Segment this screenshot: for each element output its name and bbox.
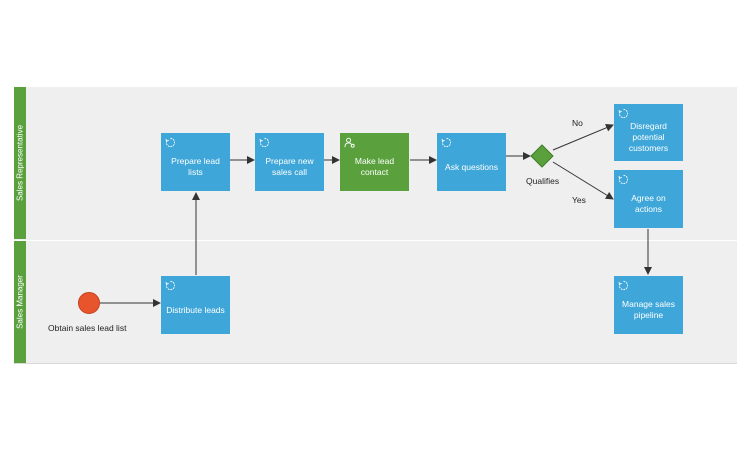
- lane-divider: [14, 240, 737, 241]
- refresh-loop-icon: [165, 137, 176, 148]
- refresh-loop-icon: [259, 137, 270, 148]
- user-gear-icon: [344, 137, 355, 148]
- task-agree-on-actions[interactable]: Agree on actions: [614, 170, 683, 228]
- task-prepare-lead-lists[interactable]: Prepare lead lists: [161, 133, 230, 191]
- task-prepare-new-sales-call[interactable]: Prepare new sales call: [255, 133, 324, 191]
- task-label: Ask questions: [445, 161, 498, 172]
- start-event[interactable]: [78, 292, 100, 314]
- task-disregard-potential-customers[interactable]: Disregard potential customers: [614, 104, 683, 161]
- task-manage-sales-pipeline[interactable]: Manage sales pipeline: [614, 276, 683, 334]
- task-label: Manage sales pipeline: [622, 299, 675, 320]
- lane-label-sales-manager: Sales Manager: [15, 275, 25, 329]
- lane-label-sales-representative: Sales Representative: [15, 124, 25, 202]
- lane-header-sales-representative: Sales Representative: [14, 87, 26, 239]
- task-label: Make lead contact: [354, 156, 395, 177]
- refresh-loop-icon: [441, 137, 452, 148]
- refresh-loop-icon: [618, 280, 629, 291]
- branch-label-no: No: [572, 118, 583, 128]
- exclusive-gateway[interactable]: [530, 144, 554, 168]
- start-event-label: Obtain sales lead list: [48, 323, 127, 333]
- refresh-loop-icon: [618, 108, 629, 119]
- task-label: Prepare new sales call: [265, 156, 314, 177]
- task-make-lead-contact[interactable]: Make lead contact: [340, 133, 409, 191]
- task-label: Agree on actions: [631, 193, 666, 214]
- refresh-loop-icon: [618, 174, 629, 185]
- gateway-label: Qualifies: [526, 176, 560, 186]
- task-ask-questions[interactable]: Ask questions: [437, 133, 506, 191]
- branch-label-yes: Yes: [572, 195, 586, 205]
- task-label: Prepare lead lists: [171, 156, 220, 177]
- task-label: Distribute leads: [166, 304, 225, 315]
- refresh-loop-icon: [165, 280, 176, 291]
- task-distribute-leads[interactable]: Distribute leads: [161, 276, 230, 334]
- task-label: Disregard potential customers: [628, 121, 669, 153]
- lane-header-sales-manager: Sales Manager: [14, 241, 26, 363]
